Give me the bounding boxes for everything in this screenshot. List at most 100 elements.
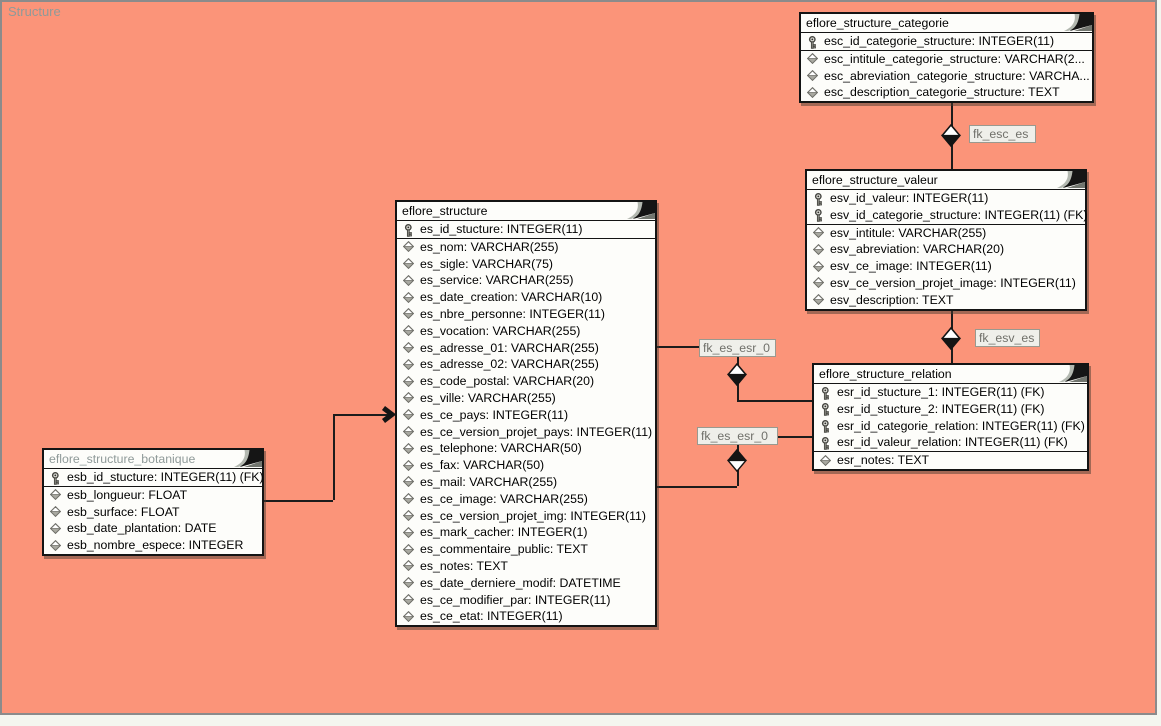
table-field-row[interactable]: esc_intitule_categorie_structure: VARCHA… [801, 51, 1092, 68]
table-field-row[interactable]: esr_id_categorie_relation: INTEGER(11) (… [814, 418, 1087, 435]
table-field-row[interactable]: es_telephone: VARCHAR(50) [397, 440, 655, 457]
field-label: es_mail: VARCHAR(255) [420, 474, 558, 489]
table-header[interactable]: eflore_structure_relation [814, 365, 1087, 384]
primary-key-icon [821, 420, 829, 433]
page-curl-icon [1057, 171, 1085, 188]
table-field-row[interactable]: esv_description: TEXT [807, 292, 1085, 309]
page-curl-icon [234, 450, 262, 467]
field-label: esv_id_valeur: INTEGER(11) [830, 191, 989, 205]
table-field-row[interactable]: esb_nombre_espece: INTEGER [44, 537, 262, 554]
table-header[interactable]: eflore_structure [397, 202, 655, 221]
table-field-row[interactable]: es_ce_modifier_par: INTEGER(11) [397, 592, 655, 609]
table-field-row[interactable]: es_ce_image: VARCHAR(255) [397, 491, 655, 508]
attribute-icon [403, 594, 414, 606]
table-field-row[interactable]: es_nom: VARCHAR(255) [397, 239, 655, 256]
table-field-row[interactable]: esr_id_valeur_relation: INTEGER(11) (FK) [814, 434, 1087, 451]
table-title: eflore_structure [402, 204, 488, 218]
relationship-cardinality-diamond-icon[interactable] [727, 448, 747, 472]
table-field-row[interactable]: es_code_postal: VARCHAR(20) [397, 373, 655, 390]
attribute-icon [403, 409, 414, 421]
relationship-arrow-icon[interactable] [381, 406, 396, 423]
relationship-label[interactable]: fk_esv_es [975, 329, 1040, 347]
table-field-row[interactable]: es_mark_cacher: INTEGER(1) [397, 524, 655, 541]
table-field-row[interactable]: es_sigle: VARCHAR(75) [397, 256, 655, 273]
table-field-row[interactable]: esv_ce_image: INTEGER(11) [807, 258, 1085, 275]
relationship-line[interactable] [333, 414, 335, 500]
table-field-row[interactable]: esc_id_categorie_structure: INTEGER(11) [801, 33, 1092, 50]
table-field-row[interactable]: es_mail: VARCHAR(255) [397, 474, 655, 491]
relationship-cardinality-diamond-icon[interactable] [941, 326, 961, 350]
table-field-row[interactable]: es_id_stucture: INTEGER(11) [397, 221, 655, 238]
attribute-icon [807, 86, 818, 98]
table-field-row[interactable]: esv_ce_version_projet_image: INTEGER(11) [807, 275, 1085, 292]
table-header[interactable]: eflore_structure_categorie [801, 14, 1092, 33]
attribute-icon [813, 227, 824, 239]
table-field-row[interactable]: es_ce_etat: INTEGER(11) [397, 608, 655, 625]
attribute-icon [403, 510, 414, 522]
table-field-row[interactable]: esv_intitule: VARCHAR(255) [807, 225, 1085, 242]
table-field-row[interactable]: es_commentaire_public: TEXT [397, 541, 655, 558]
relationship-cardinality-diamond-icon[interactable] [941, 123, 961, 147]
relationship-label[interactable]: fk_es_esr_0 [697, 427, 778, 445]
attribute-icon [820, 454, 831, 466]
field-label: esr_id_stucture_1: INTEGER(11) (FK) [837, 385, 1045, 399]
page-curl-icon [1064, 14, 1092, 31]
table-header[interactable]: eflore_structure_valeur [807, 171, 1085, 190]
table-field-row[interactable]: esr_id_stucture_1: INTEGER(11) (FK) [814, 384, 1087, 401]
table-field-row[interactable]: es_ce_version_projet_pays: INTEGER(11) [397, 424, 655, 441]
table-field-row[interactable]: es_service: VARCHAR(255) [397, 272, 655, 289]
field-label: es_nom: VARCHAR(255) [420, 239, 559, 254]
attribute-icon [403, 577, 414, 589]
table-field-row[interactable]: esb_longueur: FLOAT [44, 487, 262, 504]
relationship-line[interactable] [264, 500, 333, 502]
table-field-row[interactable]: es_date_derniere_modif: DATETIME [397, 575, 655, 592]
relationship-label[interactable]: fk_esc_es [969, 125, 1036, 143]
table-field-row[interactable]: esr_id_stucture_2: INTEGER(11) (FK) [814, 401, 1087, 418]
field-label: es_telephone: VARCHAR(50) [420, 441, 582, 456]
attribute-icon [807, 53, 818, 65]
field-label: esc_description_categorie_structure: TEX… [824, 85, 1060, 100]
table-field-row[interactable]: es_fax: VARCHAR(50) [397, 457, 655, 474]
relationship-label[interactable]: fk_es_esr_0 [699, 339, 776, 357]
table-field-row[interactable]: es_adresse_01: VARCHAR(255) [397, 340, 655, 357]
attribute-icon [403, 560, 414, 572]
table-field-row[interactable]: esb_date_plantation: DATE [44, 520, 262, 537]
field-label: es_ce_modifier_par: INTEGER(11) [420, 592, 611, 607]
field-label: es_commentaire_public: TEXT [420, 542, 588, 557]
attribute-icon [403, 358, 414, 370]
table-field-row[interactable]: es_date_creation: VARCHAR(10) [397, 289, 655, 306]
table-field-row[interactable]: es_notes: TEXT [397, 558, 655, 575]
table-field-row[interactable]: esv_id_valeur: INTEGER(11) [807, 190, 1085, 207]
table-field-row[interactable]: es_adresse_02: VARCHAR(255) [397, 356, 655, 373]
table-field-row[interactable]: es_ce_pays: INTEGER(11) [397, 407, 655, 424]
table-field-row[interactable]: esb_surface: FLOAT [44, 504, 262, 521]
table-field-row[interactable]: es_ce_version_projet_img: INTEGER(11) [397, 508, 655, 525]
table-field-row[interactable]: esv_abreviation: VARCHAR(20) [807, 241, 1085, 258]
table-field-row[interactable]: esr_notes: TEXT [814, 452, 1087, 469]
table-field-row[interactable]: es_ville: VARCHAR(255) [397, 390, 655, 407]
field-label: es_id_stucture: INTEGER(11) [420, 222, 583, 236]
relationship-line[interactable] [333, 414, 390, 416]
relationship-line[interactable] [737, 400, 812, 402]
table-field-row[interactable]: esc_abreviation_categorie_structure: VAR… [801, 68, 1092, 85]
table-header[interactable]: eflore_structure_botanique [44, 450, 262, 469]
attribute-icon [807, 70, 818, 82]
primary-key-icon [814, 192, 822, 206]
field-label: es_date_creation: VARCHAR(10) [420, 290, 603, 305]
table-field-row[interactable]: es_nbre_personne: INTEGER(11) [397, 306, 655, 323]
table-field-row[interactable]: esc_description_categorie_structure: TEX… [801, 84, 1092, 101]
relationship-line[interactable] [657, 486, 737, 488]
relationship-line[interactable] [657, 346, 737, 348]
attribute-icon [813, 243, 824, 255]
table-field-row[interactable]: esb_id_stucture: INTEGER(11) (FK) [44, 469, 264, 486]
table-field-row[interactable]: esv_id_categorie_structure: INTEGER(11) … [807, 207, 1087, 224]
field-label: es_code_postal: VARCHAR(20) [420, 374, 595, 389]
relationship-cardinality-diamond-icon[interactable] [727, 362, 747, 386]
table-field-row[interactable]: es_vocation: VARCHAR(255) [397, 323, 655, 340]
table-eflore_structure[interactable]: eflore_structure es_id_stucture: INTEGER(… [395, 200, 657, 628]
